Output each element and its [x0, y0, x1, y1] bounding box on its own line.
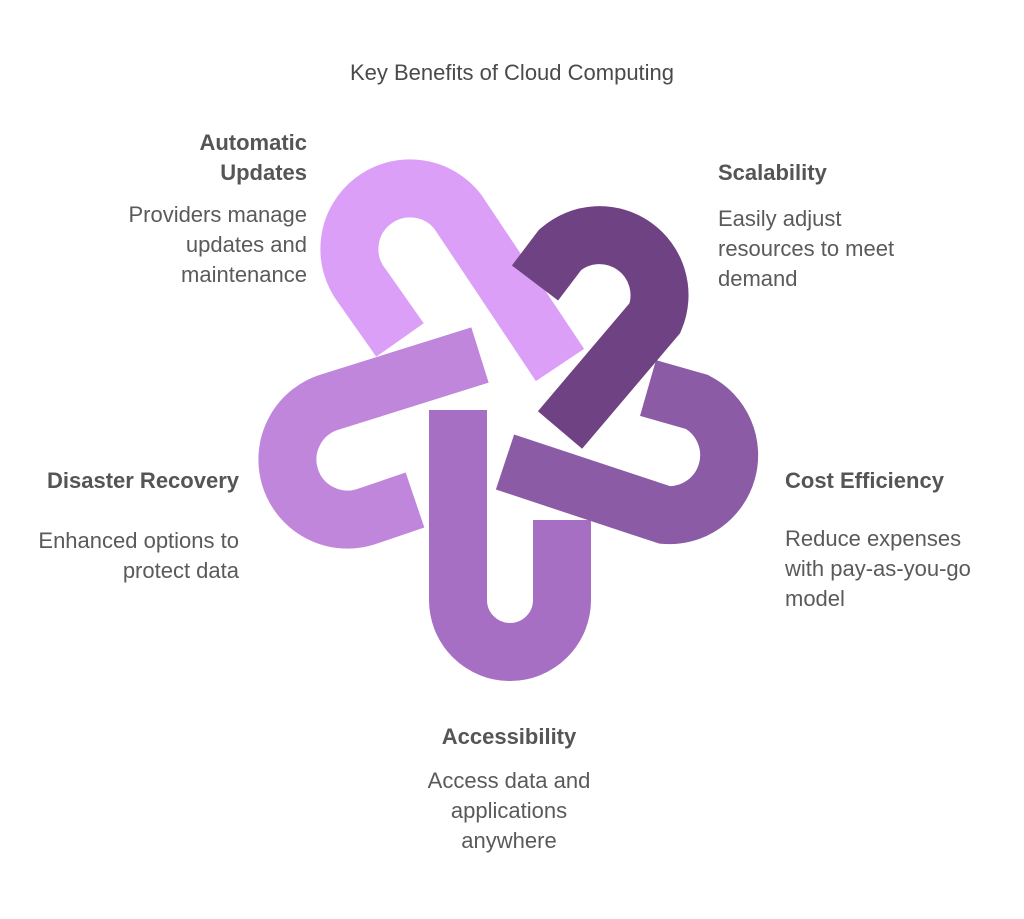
benefit-title: Disaster Recovery	[46, 468, 239, 493]
benefit-description: Providers manage updates and maintenance	[128, 202, 307, 287]
benefit-scalability: Scalability Easily adjust resources to m…	[718, 158, 948, 294]
benefit-description: Reduce expenses with pay-as-you-go model	[785, 526, 971, 611]
benefit-automatic-updates: Automatic Updates Providers manage updat…	[60, 128, 307, 290]
benefit-accessibility: Accessibility Access data and applicatio…	[394, 722, 624, 856]
benefit-title: Scalability	[718, 160, 827, 185]
benefit-description: Access data and applications anywhere	[427, 768, 591, 853]
benefit-title: Automatic Updates	[199, 130, 307, 185]
loop-scalability	[511, 206, 689, 449]
benefit-title: Accessibility	[441, 724, 577, 749]
benefit-disaster-recovery: Disaster Recovery Enhanced options to pr…	[20, 466, 239, 586]
loop-automatic-updates	[320, 159, 585, 382]
loop-accessibility	[429, 410, 591, 681]
diagram-title: Key Benefits of Cloud Computing	[349, 60, 675, 85]
loop-cost-efficiency	[495, 360, 759, 545]
benefit-cost-efficiency: Cost Efficiency Reduce expenses with pay…	[785, 466, 1010, 614]
benefit-description: Easily adjust resources to meet demand	[718, 206, 895, 291]
benefit-title: Cost Efficiency	[785, 468, 944, 493]
benefit-description: Enhanced options to protect data	[38, 528, 239, 583]
loop-disaster-recovery	[258, 327, 489, 549]
